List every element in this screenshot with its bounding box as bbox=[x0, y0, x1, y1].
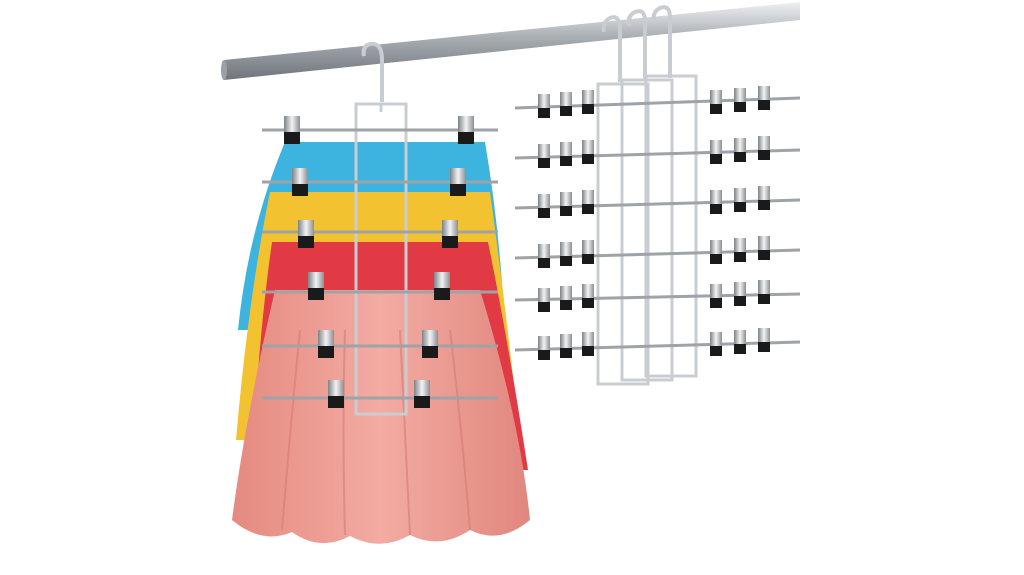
hanger-hook-icon bbox=[626, 9, 647, 80]
hanger-hook-icon bbox=[601, 15, 622, 82]
binder-clip-icon bbox=[284, 116, 474, 408]
skirt-pink bbox=[232, 290, 530, 544]
binder-clip-icon bbox=[538, 86, 770, 360]
right-stacked-hangers bbox=[514, 5, 801, 386]
hanger-hook-icon bbox=[651, 5, 672, 78]
clothes-rod bbox=[221, 2, 800, 80]
left-hanger-with-skirts bbox=[232, 41, 530, 544]
hanger-hook-icon bbox=[361, 41, 384, 102]
